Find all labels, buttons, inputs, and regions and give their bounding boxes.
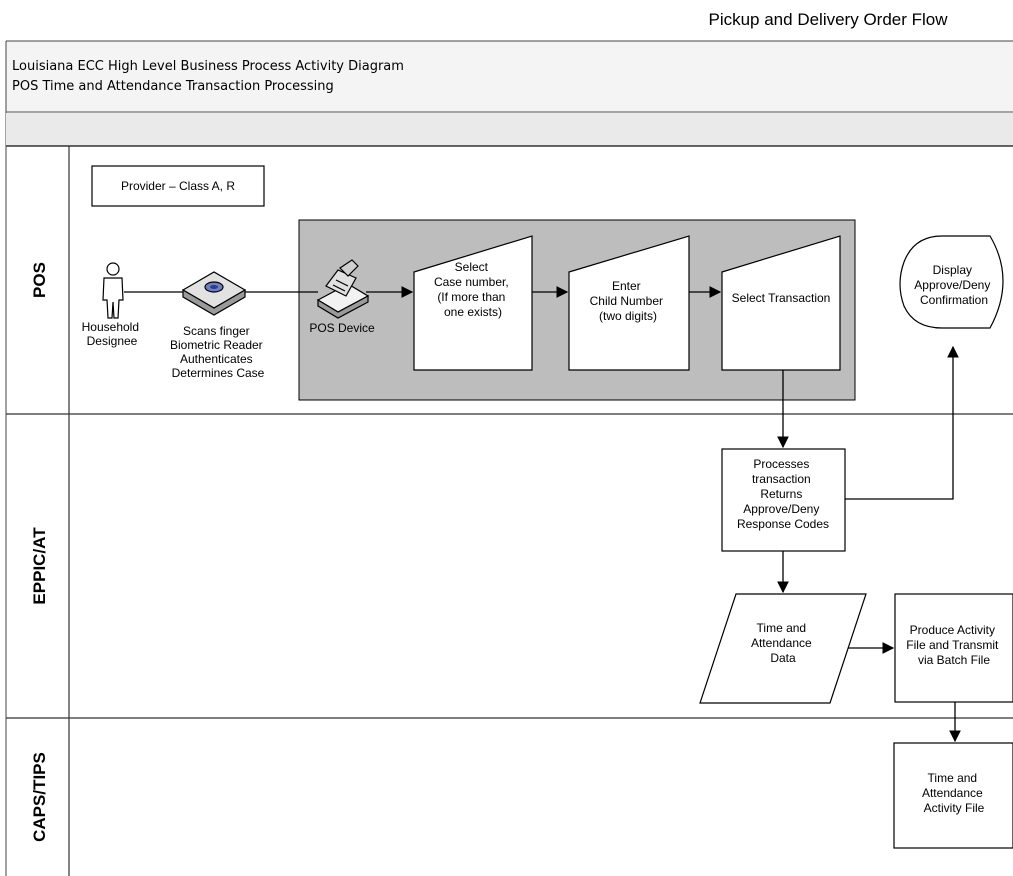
actor-label: Household Designee [82, 320, 143, 348]
pos-device-label: POS Device [309, 321, 375, 335]
provider-box [91, 165, 265, 207]
step-display-confirmation [899, 235, 1004, 329]
person-icon [102, 262, 124, 319]
edge-processes-to-display [845, 345, 959, 500]
step-enter-child-label: Enter Child Number (two digits) [590, 279, 667, 323]
data-time-attendance [699, 593, 867, 704]
step-processes-transaction [721, 448, 846, 552]
step-activity-file [893, 742, 1013, 849]
step-processes-transaction-label: Processes transaction Returns Approve/De… [737, 457, 829, 531]
step-enter-child [568, 235, 690, 371]
header-blank-band [6, 113, 1013, 146]
page-title: Pickup and Delivery Order Flow [708, 10, 948, 29]
biometric-label: Scans finger Biometric Reader Authentica… [170, 324, 266, 380]
step-produce-activity-file [894, 593, 1013, 703]
header-band [6, 41, 1013, 114]
step-select-transaction [721, 235, 841, 371]
step-activity-file-label: Time and Attendance Activity File [922, 771, 986, 815]
provider-box-label: Provider – Class A, R [121, 179, 235, 193]
lane-label-caps: CAPS/TIPS [30, 752, 49, 842]
diagram-title: Louisiana ECC High Level Business Proces… [12, 59, 404, 74]
fingerprint-reader-icon [181, 271, 247, 316]
step-select-case-label: Select Case number, (If more than one ex… [434, 260, 512, 319]
lane-label-pos: POS [30, 262, 49, 298]
step-select-transaction-label: Select Transaction [732, 291, 831, 305]
pos-terminal-icon [316, 259, 370, 319]
step-select-case [413, 235, 533, 371]
diagram-subtitle: POS Time and Attendance Transaction Proc… [12, 79, 334, 94]
data-time-attendance-label: Time and Attendance Data [751, 621, 815, 665]
lane-label-eppic: EPPIC/AT [30, 527, 49, 605]
step-display-confirmation-label: Display Approve/Deny Confirmation [914, 263, 993, 307]
step-produce-activity-file-label: Produce Activity File and Transmit via B… [906, 623, 1001, 667]
